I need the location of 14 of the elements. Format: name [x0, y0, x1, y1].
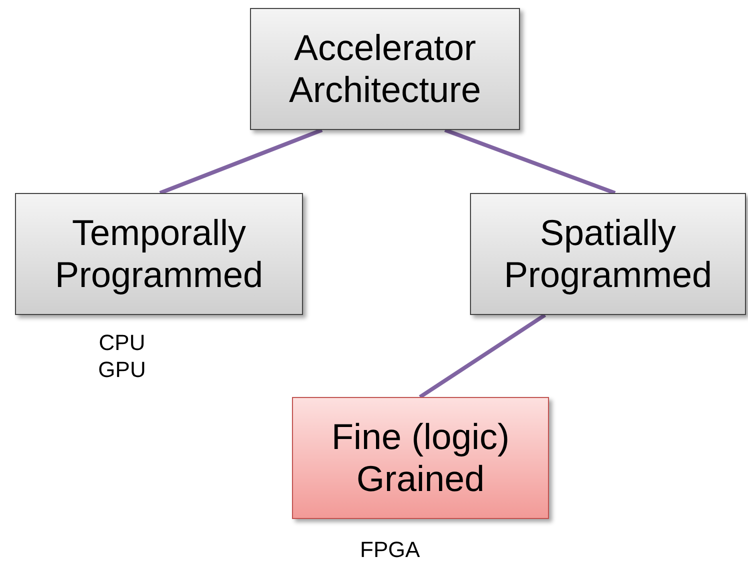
category-box: [15, 193, 303, 315]
category-box: [292, 397, 549, 519]
box-label: Spatially Programmed: [502, 212, 714, 296]
example-label: FPGA: [359, 537, 421, 564]
example-label: CPU: [98, 330, 146, 356]
box-label: Accelerator Architecture: [288, 26, 482, 112]
example-label: GPU: [97, 357, 147, 384]
box-label: Fine (logic) Grained: [330, 416, 511, 500]
connector-line: [159, 128, 323, 195]
category-box: [250, 8, 520, 130]
category-box: [470, 193, 746, 315]
connector-line: [418, 313, 546, 399]
box-label: Temporally Programmed: [54, 212, 264, 296]
connector-line: [444, 128, 616, 195]
